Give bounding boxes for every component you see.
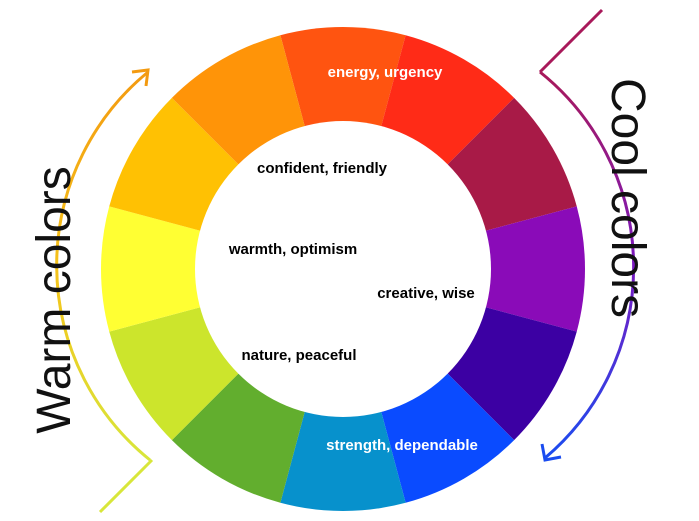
warm-arc-arrow — [55, 70, 151, 462]
cool-colors-title: Cool colors — [601, 78, 654, 318]
cool-arrowhead-icon — [540, 443, 562, 462]
warm-colors-title: Warm colors — [28, 166, 81, 434]
warm-pointer-line — [98, 458, 154, 514]
label-creative: creative, wise — [377, 285, 475, 302]
wheel-center — [195, 121, 491, 417]
label-warmth: warmth, optimism — [228, 241, 357, 258]
label-strength: strength, dependable — [326, 437, 478, 454]
label-energy: energy, urgency — [328, 64, 443, 81]
label-nature: nature, peaceful — [241, 347, 356, 364]
warm-arrowhead-icon — [131, 68, 150, 87]
label-confident: confident, friendly — [257, 160, 388, 177]
cool-arc-arrow — [539, 70, 636, 460]
cool-pointer-line — [538, 8, 604, 74]
